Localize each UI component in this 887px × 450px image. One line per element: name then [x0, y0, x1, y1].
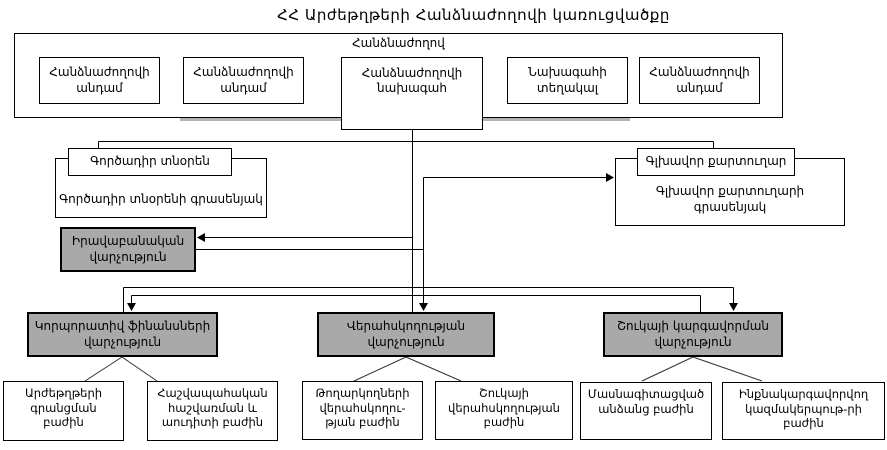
node-commission-member-1: Հանձնաժողովի անդամ: [39, 57, 160, 104]
node-supervision-department: Վերահսկողության վարչություն: [317, 312, 495, 357]
node-chairman: Հանձնաժողովի նախագահ: [341, 57, 483, 130]
node-label: Իրավաբանական վարչություն: [71, 234, 185, 264]
node-market-supervision-division: Շուկայի վերահսկողության բաժին: [435, 381, 573, 440]
node-issuers-supervision-division: Թողարկողների վերահսկողու- թյան բաժին: [302, 381, 423, 440]
node-self-regulatory-division: Ինքնակարգավորվող կազմակերպութ-րի բաժին: [722, 382, 885, 440]
node-label: Նախագահի տեղակալ: [528, 65, 607, 95]
diag-right-2: [692, 356, 763, 382]
node-label: Հանձնաժողովի անդամ: [49, 65, 150, 95]
node-label: Հանձնաժողովի անդամ: [193, 65, 294, 95]
node-accounting-audit-division: Հաշվապահական հաշվառման և աուդիտի բաժին: [147, 381, 278, 441]
node-registration-division: Արժեթղթերի գրանցման բաժին: [3, 381, 124, 441]
node-commission-member-3: Հանձնաժողովի անդամ: [639, 57, 760, 104]
node-label: Կորպորատիվ ֆինանսների վարչություն: [34, 319, 211, 349]
node-market-regulation-department: Շուկայի կարգավորման վարչություն: [603, 312, 783, 357]
page-title: ՀՀ Արժեթղթերի Հանձնաժողովի կառուցվածքը: [277, 6, 670, 24]
node-corporate-finance-department: Կորպորատիվ ֆինանսների վարչություն: [27, 312, 218, 357]
diag-mid-1: [353, 356, 407, 382]
arrowhead-secretary-icon: [606, 173, 614, 182]
node-label: Գլխավոր քարտուղար: [645, 154, 787, 169]
node-label: Թողարկողների վերահսկողու- թյան բաժին: [315, 386, 410, 430]
node-secretary-general: Գլխավոր քարտուղար: [637, 148, 795, 176]
arrowhead-left-dept-icon: [127, 303, 136, 311]
node-label: Արժեթղթերի գրանցման բաժին: [24, 386, 103, 430]
node-label: Շուկայի կարգավորման վարչություն: [616, 319, 770, 349]
node-label: Շուկայի վերահսկողության բաժին: [448, 386, 560, 430]
node-label: Գլխավոր քարտուղարի գրասենյակ: [655, 184, 805, 214]
node-label: Հանձնաժողովի նախագահ: [361, 66, 463, 96]
diag-right-1: [641, 356, 694, 382]
node-label: Մասնագիտացված անձանց բաժին: [587, 387, 705, 416]
node-label: Հանձնաժողովի անդամ: [649, 65, 750, 95]
arrowhead-middle-dept-icon: [419, 303, 428, 311]
commission-label: Հանձնաժողով: [352, 36, 445, 50]
node-specialized-persons-division: Մասնագիտացված անձանց բաժին: [580, 382, 712, 440]
node-label: Հաշվապահական հաշվառման և աուդիտի բաժին: [157, 386, 268, 430]
node-legal-department: Իրավաբանական վարչություն: [60, 227, 196, 272]
node-deputy-chairman: Նախագահի տեղակալ: [507, 57, 628, 104]
node-label: Ինքնակարգավորվող կազմակերպութ-րի բաժին: [738, 387, 869, 431]
node-executive-director: Գործադիր տնօրեն: [68, 148, 232, 176]
arrowhead-right-dept-icon: [729, 303, 738, 311]
node-label: Վերահսկողության վարչություն: [346, 319, 466, 349]
node-label: Գործադիր տնօրեն: [90, 154, 210, 169]
arrowhead-legal-icon: [197, 233, 205, 242]
diag-mid-2: [405, 356, 462, 382]
node-commission-member-2: Հանձնաժողովի անդամ: [183, 57, 304, 104]
diag-left-1: [84, 356, 123, 382]
diag-left-2: [121, 356, 158, 382]
node-label: Գործադիր տնօրենի գրասենյակ: [59, 191, 263, 206]
